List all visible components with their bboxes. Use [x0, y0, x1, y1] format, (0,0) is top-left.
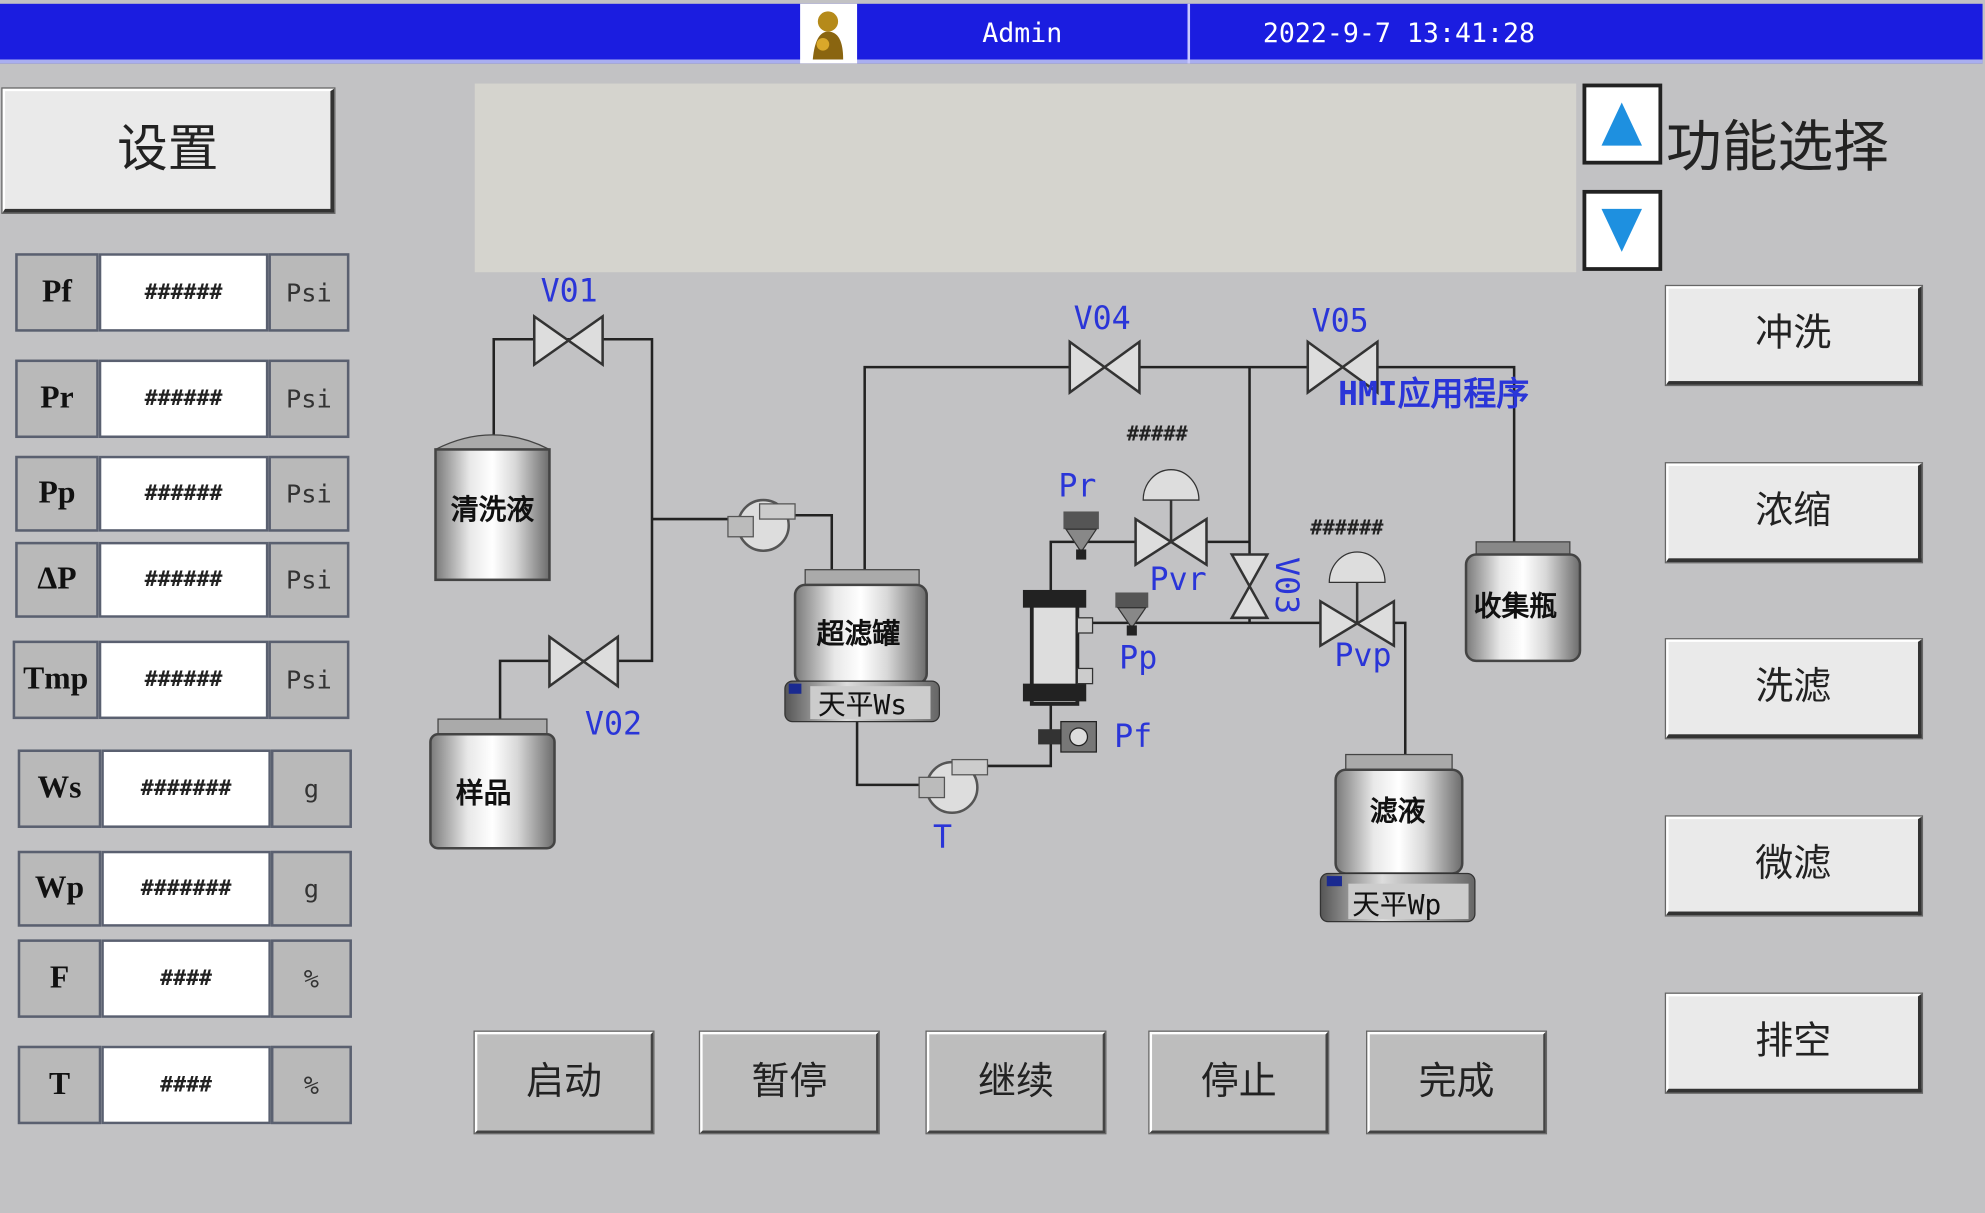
readout-unit: % — [270, 1045, 352, 1125]
pump-t[interactable] — [918, 758, 989, 815]
control-button[interactable]: 停止 — [1148, 1030, 1330, 1135]
tank-filtrate — [1319, 753, 1476, 923]
mode-button[interactable]: 浓缩 — [1664, 462, 1924, 564]
label-v02: V02 — [585, 706, 642, 742]
control-button[interactable]: 继续 — [925, 1030, 1107, 1135]
valve-pvp[interactable] — [1319, 551, 1396, 648]
pvr-value: ##### — [1127, 422, 1189, 446]
datetime: 2022-9-7 13:41:28 — [1262, 17, 1535, 49]
tank-filtrate-label: 滤液 — [1370, 794, 1426, 827]
label-t: T — [933, 820, 952, 856]
tank-sample — [429, 718, 556, 850]
label-v05: V05 — [1312, 304, 1369, 340]
valve-v01[interactable] — [532, 314, 604, 368]
tank-cleaning — [434, 434, 551, 582]
readout-unit: Psi — [268, 359, 350, 439]
readout-label: T — [17, 1045, 102, 1125]
function-select-title: 功能选择 — [1666, 115, 1889, 180]
readout-unit: Psi — [268, 541, 350, 618]
readout-value[interactable]: #### — [101, 1045, 271, 1125]
sensor-pr — [1063, 511, 1099, 560]
mode-button[interactable]: 排空 — [1664, 992, 1924, 1094]
user-icon[interactable] — [800, 3, 858, 64]
valve-pvr[interactable] — [1134, 469, 1208, 567]
tank-uf-label: 超滤罐 — [817, 617, 901, 650]
readout-unit: Psi — [268, 640, 350, 720]
readout-unit: g — [270, 850, 352, 927]
readout-unit: Psi — [268, 253, 350, 332]
arrow-down-icon — [1601, 208, 1643, 252]
label-pvp: Pvp — [1334, 638, 1391, 674]
tank-uf — [784, 569, 941, 723]
control-button[interactable]: 启动 — [473, 1030, 655, 1135]
tank-cleaning-label: 清洗液 — [451, 493, 535, 526]
app-label: HMI应用程序 — [1338, 374, 1529, 413]
readout-label: ΔP — [15, 541, 99, 618]
readout-unit: % — [270, 939, 352, 1018]
readout-value[interactable]: ###### — [98, 455, 269, 532]
mode-button[interactable]: 洗滤 — [1664, 638, 1924, 740]
tank-collect — [1464, 541, 1582, 663]
label-pp: Pp — [1119, 640, 1157, 676]
divider — [1187, 3, 1191, 64]
mode-button[interactable]: 微滤 — [1664, 815, 1924, 917]
message-area — [474, 83, 1577, 273]
readout-label: Pp — [15, 455, 99, 532]
balance-wp-label: 天平Wp — [1352, 888, 1441, 921]
readout-label: Tmp — [12, 640, 99, 720]
readout-label: Pf — [15, 253, 99, 332]
readout-unit: g — [270, 749, 352, 828]
readout-value[interactable]: ###### — [98, 640, 269, 720]
valve-v02[interactable] — [548, 634, 620, 689]
readout-value[interactable]: ####### — [101, 749, 271, 828]
valve-v05[interactable] — [1306, 339, 1379, 395]
readout-label: Pr — [15, 359, 99, 439]
label-pvr: Pvr — [1150, 562, 1207, 598]
pvp-value: ###### — [1310, 515, 1384, 539]
current-user: Admin — [982, 17, 1063, 49]
scroll-down-button[interactable] — [1582, 189, 1663, 271]
label-pr: Pr — [1058, 468, 1096, 504]
tank-collect-label: 收集瓶 — [1474, 589, 1558, 622]
arrow-up-icon — [1601, 102, 1643, 146]
balance-ws-label: 天平Ws — [818, 688, 907, 721]
sensor-pp — [1115, 592, 1149, 636]
readout-value[interactable]: #### — [101, 939, 271, 1018]
top-status-bar: Admin 2022-9-7 13:41:28 — [0, 3, 1983, 64]
valve-v04[interactable] — [1068, 339, 1141, 395]
control-button[interactable]: 完成 — [1366, 1030, 1548, 1135]
readout-value[interactable]: ###### — [98, 253, 269, 332]
label-v04: V04 — [1074, 301, 1131, 337]
pump-feed[interactable] — [727, 498, 796, 552]
filter-module — [1022, 589, 1094, 706]
label-v01: V01 — [541, 273, 598, 309]
mode-button[interactable]: 冲洗 — [1664, 284, 1924, 387]
readout-value[interactable]: ####### — [101, 850, 271, 927]
label-pf: Pf — [1114, 719, 1152, 755]
tank-sample-label: 样品 — [456, 777, 512, 810]
readout-label: F — [17, 939, 102, 1018]
readout-unit: Psi — [268, 455, 350, 532]
readout-label: Wp — [17, 850, 102, 927]
control-button[interactable]: 暂停 — [698, 1030, 880, 1135]
valve-v03[interactable] — [1229, 553, 1270, 620]
sensor-pf — [1038, 720, 1097, 753]
label-v03: V03 — [1268, 557, 1304, 614]
readout-value[interactable]: ###### — [98, 541, 269, 618]
readout-value[interactable]: ###### — [98, 359, 269, 439]
settings-button[interactable]: 设置 — [1, 87, 336, 214]
readout-label: Ws — [17, 749, 102, 828]
scroll-up-button[interactable] — [1582, 83, 1663, 165]
